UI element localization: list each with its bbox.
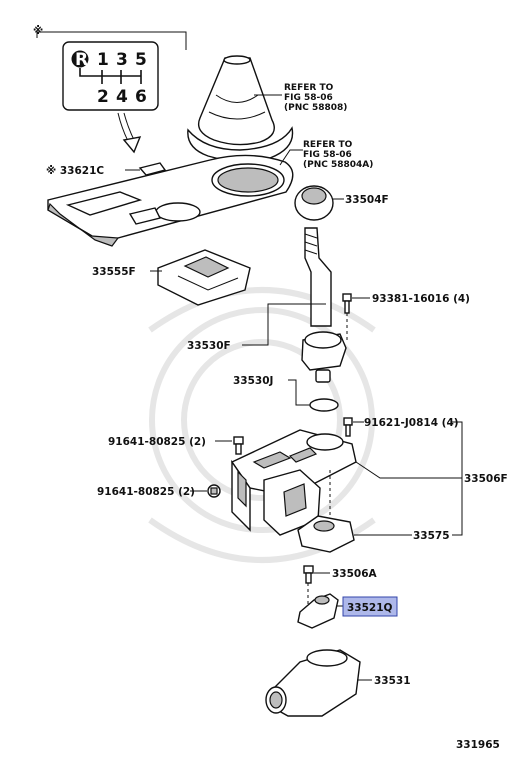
ref-boot-line3: (PNC 58808) — [284, 103, 347, 113]
dust-plate — [157, 249, 251, 306]
shift-knob — [294, 185, 334, 221]
shift-reverse-label: R — [75, 50, 88, 70]
side-bolt-bottom — [207, 484, 221, 498]
label-33530F: 33530F — [187, 340, 231, 352]
pivot-seat — [297, 515, 355, 553]
label-33531: 33531 — [374, 675, 411, 687]
o-ring — [309, 398, 339, 412]
label-33530F-leader — [242, 303, 326, 346]
label-33521Q[interactable]: 33521Q — [347, 602, 393, 614]
bracket-bolt — [343, 417, 353, 437]
shift-gear-5: 5 — [135, 50, 147, 70]
shift-gear-1: 1 — [97, 50, 109, 70]
shift-lever — [301, 227, 347, 383]
shift-gear-2: 2 — [97, 87, 109, 107]
highlight-box-33521Q — [342, 596, 398, 617]
label-33530J-leader — [288, 379, 310, 406]
bezel-leader — [279, 149, 303, 166]
shift-pattern-plate: R 1 3 5 2 4 6 — [62, 41, 159, 111]
shift-boot — [187, 55, 294, 162]
ref-bezel-line1: REFER TO — [303, 140, 353, 150]
label-33506F: 33506F — [464, 473, 508, 485]
side-bolt-top — [233, 436, 244, 455]
ref-boot-line1: REFER TO — [284, 83, 334, 93]
shift-bracket — [230, 429, 357, 536]
shift-gear-3: 3 — [116, 50, 128, 70]
shift-gear-4: 4 — [116, 87, 128, 107]
lever-seat-bolt — [303, 565, 314, 584]
shift-housing — [265, 649, 361, 717]
shift-pattern-bracket — [36, 31, 187, 50]
label-33621C: ※ 33621C — [46, 165, 104, 177]
label-33506F-leader — [355, 461, 462, 479]
right-bracket-line — [452, 421, 463, 536]
label-33575: 33575 — [413, 530, 450, 542]
label-33506A: 33506A — [332, 568, 378, 580]
shift-gear-6: 6 — [135, 87, 147, 107]
arrow-head-icon — [122, 136, 142, 154]
label-33504F: 33504F — [345, 194, 389, 206]
ref-boot-line2: FIG 58-06 — [284, 93, 333, 103]
figure-number: 331965 — [456, 739, 500, 751]
label-93381: 93381-16016 (4) — [372, 293, 470, 305]
lever-seat — [297, 593, 339, 629]
label-33530J: 33530J — [233, 375, 273, 387]
ref-bezel-line2: FIG 58-06 — [303, 150, 352, 160]
label-91641-bottom: 91641-80825 (2) — [97, 486, 195, 498]
label-91621: 91621-J0814 (4) — [364, 417, 459, 429]
label-91641-top: 91641-80825 (2) — [108, 436, 206, 448]
ref-bezel-line3: (PNC 58804A) — [303, 160, 373, 170]
marker-symbol: ※ — [33, 25, 43, 37]
label-33555F: 33555F — [92, 266, 136, 278]
console-bezel — [47, 154, 294, 247]
